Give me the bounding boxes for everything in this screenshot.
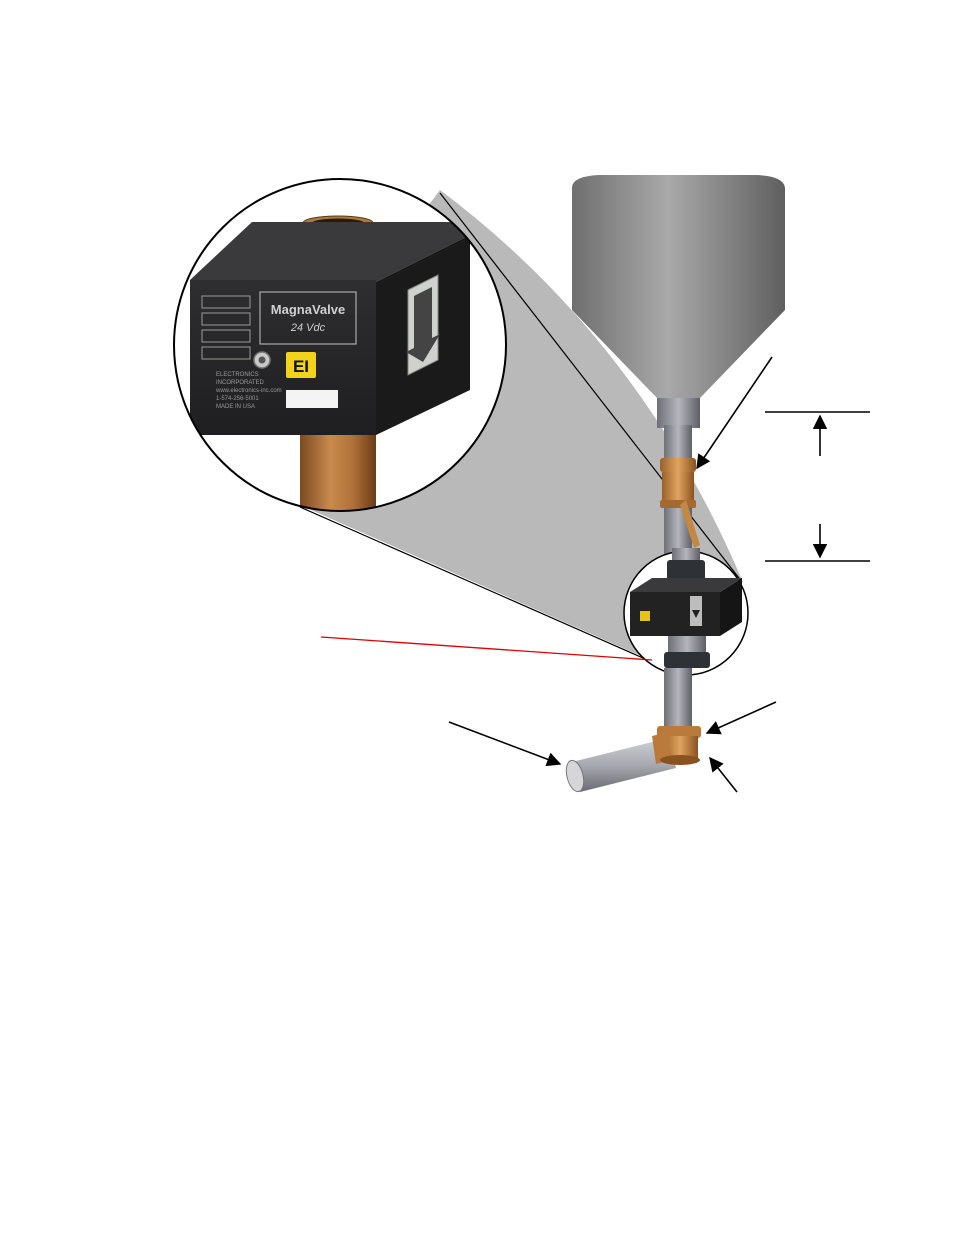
maker-line: MADE IN USA <box>216 404 255 410</box>
height-dimension <box>765 411 870 562</box>
maker-info: ELECTRONICS INCORPORATED www.electronics… <box>215 372 282 410</box>
voltage-rating: 24 Vdc <box>290 322 326 334</box>
zoom-edge-lower <box>299 506 653 663</box>
hopper <box>572 175 785 428</box>
ei-logo-badge <box>286 352 316 378</box>
ei-logo: EI <box>293 357 309 376</box>
tee-callout-arrow <box>705 701 777 735</box>
blank-label <box>286 390 338 408</box>
outlet-pipe <box>565 738 676 793</box>
rating-labels <box>201 295 251 360</box>
maker-line: 1-574-256-5001 <box>216 396 259 402</box>
brand-name: MagnaValve <box>271 302 345 317</box>
brass-tee <box>652 726 701 765</box>
coupling-callout-arrow <box>696 356 773 470</box>
brass-coupling <box>660 458 700 548</box>
outlet-callout-arrow <box>448 721 562 767</box>
maker-line: ELECTRONICS <box>216 372 259 378</box>
valve-zoom-view: MagnaValve 24 Vdc EI ELECTRONICS INCORPO… <box>173 178 507 512</box>
valve-callout-line <box>320 636 653 661</box>
valve-detail-circle <box>623 548 749 676</box>
lower-pipe <box>664 668 692 730</box>
maker-line: www.electronics-inc.com <box>215 388 282 394</box>
down-arrow-icon <box>406 274 440 376</box>
maker-line: INCORPORATED <box>216 380 265 386</box>
tee-bottom-callout-arrow <box>709 756 738 793</box>
valve-front-panel <box>190 280 376 435</box>
brand-plate <box>259 291 357 345</box>
connector-icon <box>253 351 271 369</box>
